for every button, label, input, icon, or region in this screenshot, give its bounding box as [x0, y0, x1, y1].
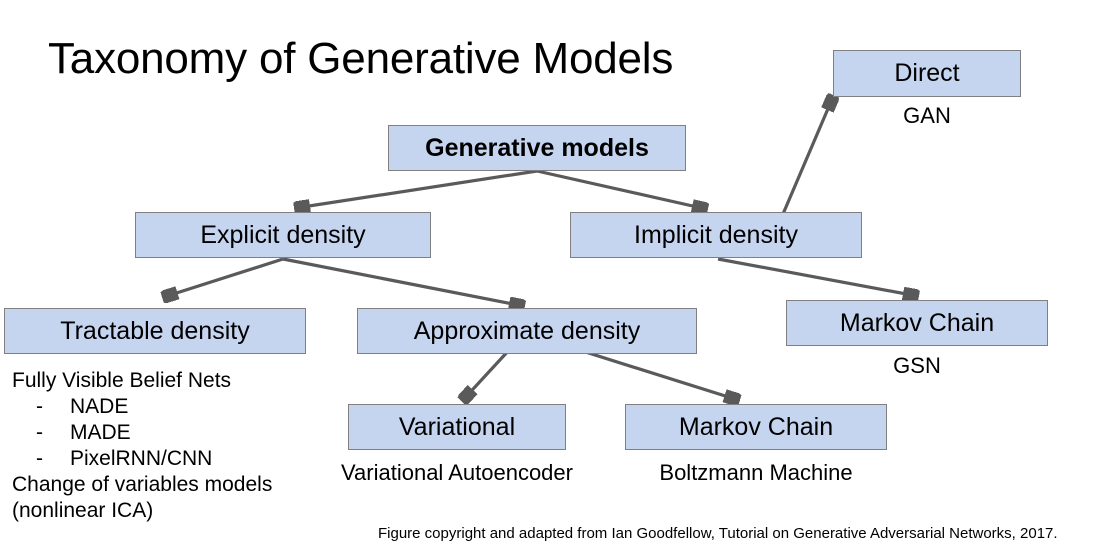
list-item-label: PixelRNN/CNN	[70, 447, 213, 470]
list-item: - PixelRNN/CNN	[12, 446, 272, 472]
node-approximate-density[interactable]: Approximate density	[357, 308, 697, 354]
node-implicit-density-label: Implicit density	[634, 220, 798, 249]
node-markov-chain-implicit[interactable]: Markov Chain	[786, 300, 1048, 346]
edge-approximate-to-markov-chain	[575, 347, 738, 400]
caption-markov-chain-implicit: GSN	[893, 353, 941, 378]
node-variational[interactable]: Variational	[348, 404, 566, 450]
node-generative-models[interactable]: Generative models	[388, 125, 686, 171]
list-item-label: NADE	[70, 395, 129, 418]
node-markov-chain-approx-label: Markov Chain	[678, 412, 834, 441]
tractable-examples-extra-line-2: (nonlinear ICA)	[12, 499, 154, 522]
edge-generative-to-implicit	[536, 169, 706, 209]
caption-variational: Variational Autoencoder	[341, 460, 573, 485]
node-explicit-density[interactable]: Explicit density	[135, 212, 431, 258]
edge-explicit-to-tractable	[164, 257, 284, 297]
edge-implicit-to-markov-chain	[717, 257, 917, 296]
bullet-marker: -	[36, 395, 43, 418]
node-approximate-density-label: Approximate density	[413, 316, 641, 345]
node-generative-models-label: Generative models	[425, 133, 649, 162]
caption-direct: GAN	[903, 103, 951, 128]
edge-implicit-to-direct	[781, 97, 833, 215]
node-tractable-density[interactable]: Tractable density	[4, 308, 306, 354]
edge-explicit-to-approximate	[282, 257, 523, 306]
node-direct-label: Direct	[894, 59, 960, 87]
node-implicit-density[interactable]: Implicit density	[570, 212, 862, 258]
node-tractable-density-label: Tractable density	[60, 316, 250, 345]
tractable-examples-list: Fully Visible Belief Nets - NADE - MADE - P…	[12, 368, 272, 524]
node-direct[interactable]: Direct	[833, 50, 1021, 97]
tractable-examples-extra-line-1: Change of variables models	[12, 473, 273, 496]
tractable-examples-heading: Fully Visible Belief Nets	[12, 369, 232, 392]
figure-credit: Figure copyright and adapted from Ian Go…	[378, 525, 1058, 542]
node-explicit-density-label: Explicit density	[200, 220, 366, 249]
bullet-marker: -	[36, 447, 43, 470]
list-item: - MADE	[12, 420, 272, 446]
list-item: - NADE	[12, 394, 272, 420]
edge-generative-to-explicit	[296, 169, 538, 208]
page-title: Taxonomy of Generative Models	[48, 34, 674, 83]
node-markov-chain-approx[interactable]: Markov Chain	[625, 404, 887, 450]
bullet-marker: -	[36, 421, 43, 444]
edge-approximate-to-variational	[463, 347, 512, 400]
node-markov-chain-implicit-label: Markov Chain	[839, 308, 995, 337]
caption-markov-chain-approx: Boltzmann Machine	[659, 460, 853, 485]
list-item-label: MADE	[70, 421, 131, 444]
node-variational-label: Variational	[398, 412, 516, 441]
